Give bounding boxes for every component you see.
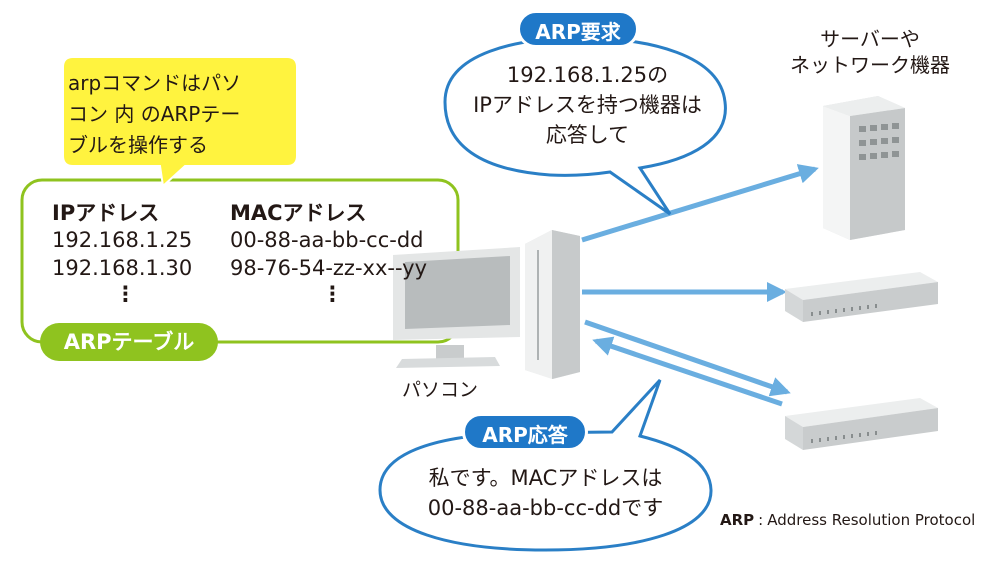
request-line-1: 192.168.1.25の	[506, 63, 669, 87]
reply-line-2: 00-88-aa-bb-cc-ddです	[427, 496, 664, 520]
arp-table-badge: ARPテーブル	[40, 323, 218, 361]
arp-reply-bubble	[378, 378, 713, 552]
server-label-line-2: ネットワーク機器	[790, 53, 950, 77]
legend-separator: :	[758, 511, 764, 529]
note-line-1: arpコマンドはパソ	[68, 71, 242, 95]
request-line-2: IPアドレスを持つ機器は	[473, 93, 702, 117]
switch-icon	[785, 272, 938, 322]
header-ip: IPアドレス	[52, 201, 160, 225]
ellipsis-mac: ⋮	[322, 282, 343, 306]
note-text: arpコマンドはパソ コン 内 のARPテー ブルを操作する	[68, 68, 288, 161]
row-2-mac: 98-76-54-zz-xx--yy	[230, 256, 428, 280]
note-line-3: ブルを操作する	[68, 133, 208, 157]
request-line-3: 応答して	[545, 123, 630, 147]
arp-request-badge: ARP要求	[517, 10, 639, 48]
legend-abbr: ARP	[720, 511, 755, 529]
network-device-icon	[785, 398, 938, 450]
arrow-to-device	[584, 319, 791, 397]
row-1-mac: 00-88-aa-bb-cc-dd	[230, 228, 424, 252]
server-label: サーバーや ネットワーク機器	[785, 26, 955, 78]
legend-full: Address Resolution Protocol	[767, 511, 976, 529]
note-line-2: コン 内 のARPテー	[68, 102, 241, 126]
note-callout	[62, 56, 298, 188]
row-2-ip: 192.168.1.30	[52, 256, 193, 280]
arrow-reply	[592, 336, 783, 407]
header-mac: MACアドレス	[230, 201, 367, 225]
row-1-ip: 192.168.1.25	[52, 228, 193, 252]
pc-label: パソコン	[402, 379, 479, 401]
ellipsis-ip: ⋮	[115, 282, 136, 306]
arrow-to-server	[581, 164, 819, 243]
arp-reply-badge: ARP応答	[462, 413, 588, 451]
server-label-line-1: サーバーや	[820, 27, 920, 51]
pc-icon	[393, 230, 580, 379]
arp-request-text: 192.168.1.25の IPアドレスを持つ機器は 応答して	[455, 60, 720, 150]
legend: ARP:Address Resolution Protocol	[720, 510, 975, 529]
server-icon	[823, 96, 905, 240]
arp-reply-text: 私です。MACアドレスは 00-88-aa-bb-cc-ddです	[388, 463, 703, 523]
reply-line-1: 私です。MACアドレスは	[428, 466, 663, 490]
